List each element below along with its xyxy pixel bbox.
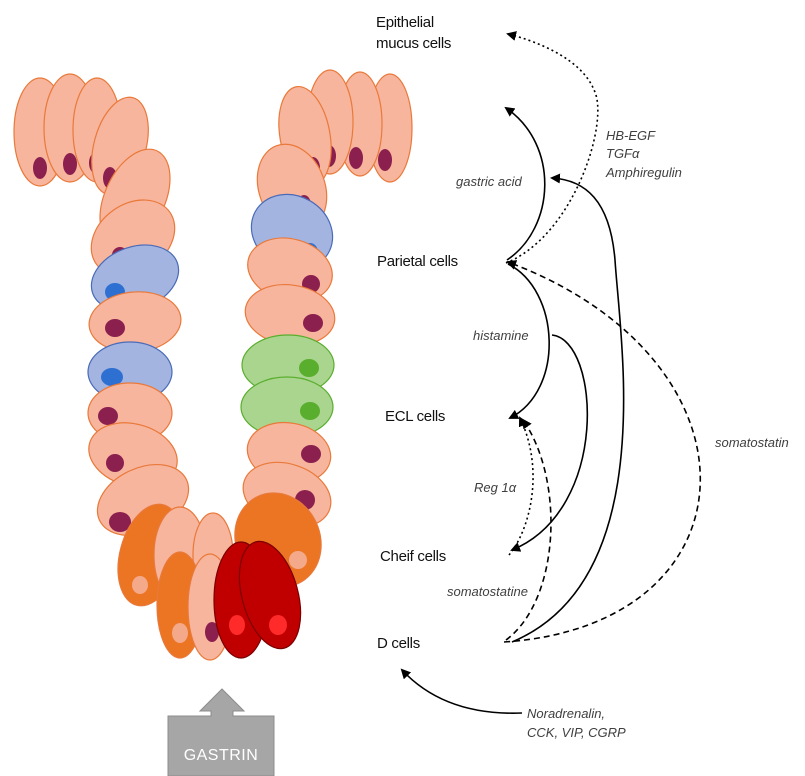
somatostatin-label: somatostatin <box>715 435 789 450</box>
d-cells-label: D cells <box>377 635 420 652</box>
arrow-parietal-to-epithelial <box>506 34 598 263</box>
hb-egf-label: HB-EGF <box>606 128 656 143</box>
arrow-ecl-to-chief <box>512 335 587 550</box>
regulatory-arrows <box>402 34 700 713</box>
gastrin-label: GASTRIN <box>184 747 259 764</box>
amphiregulin-label: Amphiregulin <box>605 165 682 180</box>
tgf-alpha-label: TGFα <box>606 146 640 161</box>
arrow-somatostatin <box>504 262 700 642</box>
gastric-gland-illustration <box>14 70 412 660</box>
epithelial-mucus-cells-label-line2: mucus cells <box>376 35 451 52</box>
ecl-cells-label: ECL cells <box>385 408 445 425</box>
noradrenalin-label: Noradrenalin, <box>527 706 605 721</box>
cck-vip-cgrp-label: CCK, VIP, CGRP <box>527 725 626 740</box>
chief-cells-label: Cheif cells <box>380 548 446 565</box>
parietal-cells-label: Parietal cells <box>377 253 458 270</box>
gastrin-arrow: GASTRIN <box>168 689 274 776</box>
reg1a-label: Reg 1α <box>474 480 517 495</box>
arrow-neural-input <box>402 670 522 713</box>
arrow-d-to-upper-solid <box>512 178 624 642</box>
gastric-acid-label: gastric acid <box>456 174 523 189</box>
somatostatine-label: somatostatine <box>447 584 528 599</box>
epithelial-mucus-cells-label-line1: Epithelial <box>376 14 434 31</box>
histamine-label: histamine <box>473 328 529 343</box>
signal-labels: gastric acid HB-EGF TGFα Amphiregulin hi… <box>447 128 789 740</box>
